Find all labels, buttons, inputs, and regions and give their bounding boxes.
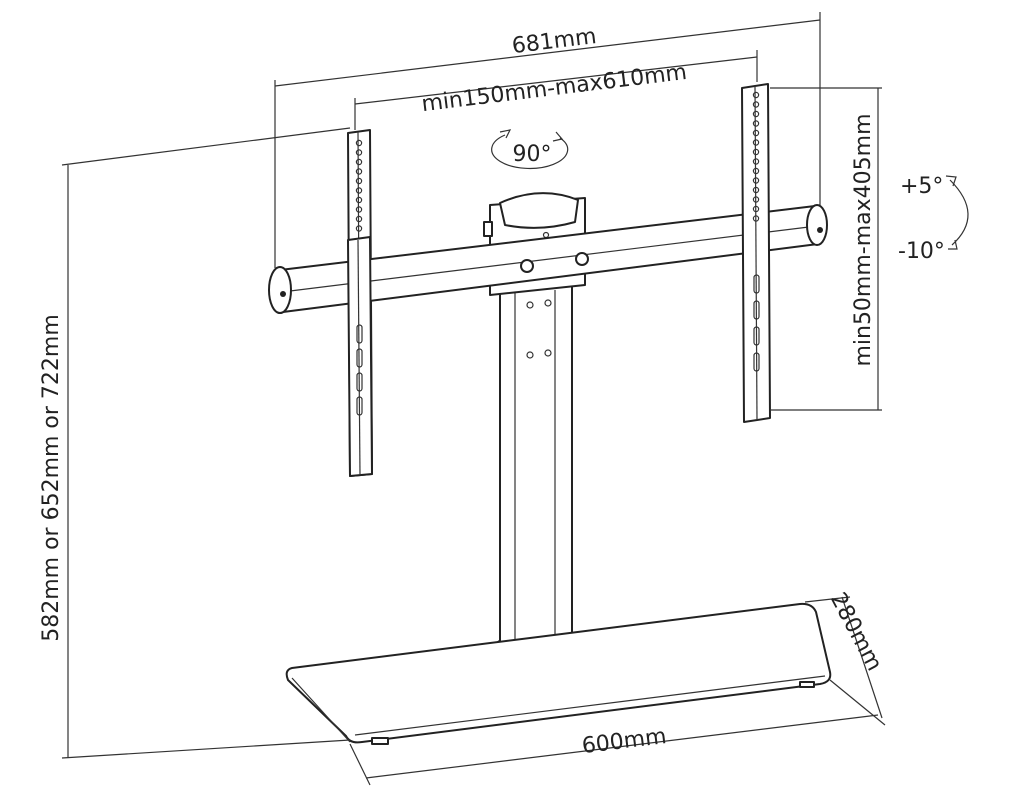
base-plate [285, 602, 832, 745]
dimension-vesa-horizontal: min150mm-max610mm [354, 50, 758, 130]
mount-hole [355, 225, 363, 232]
vesa-vertical-label: min50mm-max405mm [851, 113, 876, 366]
left-bracket-slots [356, 324, 363, 416]
mount-hole [355, 158, 363, 166]
overall-width-label: 681mm [511, 24, 598, 59]
mount-hole [355, 149, 363, 156]
mount-slot [356, 348, 363, 368]
mount-hole [355, 196, 363, 204]
left-bracket-front [347, 236, 373, 477]
mount-slot [356, 396, 363, 416]
mount-slot [356, 324, 363, 344]
right-vesa-bracket [741, 83, 771, 423]
height-label: 582mm or 652mm or 722mm [39, 314, 64, 642]
mount-hole [752, 120, 760, 127]
left-bracket-holes [355, 139, 363, 232]
right-bracket-holes [752, 91, 760, 372]
base-width-label: 600mm [581, 724, 668, 759]
swivel-label: 90° [513, 142, 552, 167]
mount-hole [355, 206, 363, 213]
mount-hole [355, 168, 363, 175]
mount-hole [752, 196, 760, 203]
mount-hole [752, 205, 760, 213]
tilt-indicator: +5° -10° [898, 174, 969, 264]
mount-hole [752, 91, 760, 99]
vesa-horizontal-label: min150mm-max610mm [420, 60, 688, 117]
swivel-indicator: 90° [491, 129, 569, 170]
mount-hole [752, 177, 760, 184]
mount-hole [752, 129, 760, 137]
mount-slot [356, 372, 363, 392]
mount-hole [752, 186, 760, 194]
column [493, 284, 579, 663]
mount-hole [355, 177, 363, 185]
mount-hole [355, 215, 363, 223]
mount-hole [752, 110, 760, 118]
mount-hole [752, 101, 760, 108]
mount-hole [752, 148, 760, 156]
mount-hole [752, 139, 760, 146]
mount-slot [753, 326, 760, 346]
tilt-up-label: +5° [900, 174, 943, 199]
dimension-height: 582mm or 652mm or 722mm [39, 127, 351, 759]
mount-slot [753, 352, 760, 372]
mount-hole [752, 167, 760, 175]
mount-hole [752, 215, 760, 222]
mount-hole [355, 139, 363, 147]
mount-slot [753, 274, 760, 294]
base-depth-label: 280mm [825, 589, 887, 676]
mount-slot [753, 300, 760, 320]
mount-hole [355, 187, 363, 194]
dimension-vesa-vertical: min50mm-max405mm [770, 87, 882, 411]
tilt-down-label: -10° [898, 239, 945, 264]
mount-hole [752, 158, 760, 165]
